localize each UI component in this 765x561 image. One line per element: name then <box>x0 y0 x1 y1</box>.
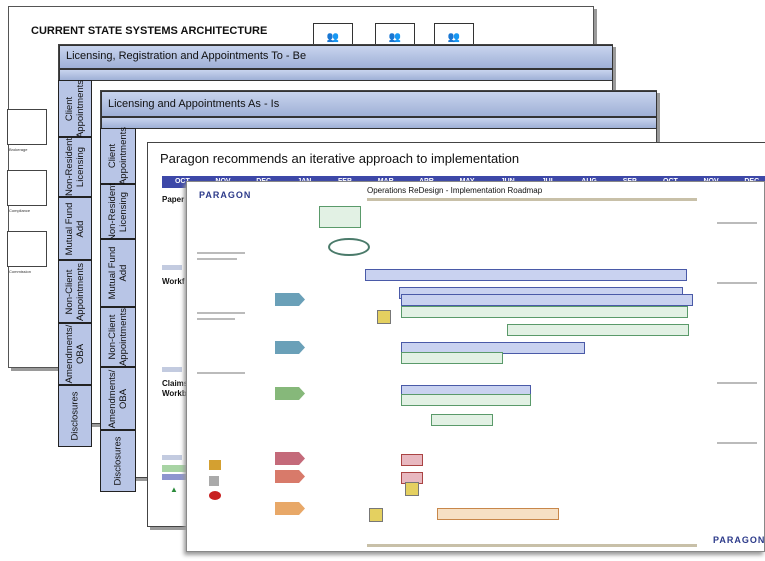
roadmap-bar <box>401 352 503 364</box>
roadmap-bar <box>401 394 531 406</box>
cycle-icon <box>328 238 370 256</box>
roadmap-slide: PARAGON Operations ReDesign - Implementa… <box>186 181 765 552</box>
phase-chevron <box>275 293 305 306</box>
tools-icon <box>369 508 383 522</box>
text-line <box>717 382 757 384</box>
roadmap-bar <box>401 306 688 318</box>
iterative-title: Paragon recommends an iterative approach… <box>160 151 520 166</box>
text-line <box>717 282 757 284</box>
timeline-ruler <box>367 544 697 547</box>
timeline-bar <box>162 465 202 472</box>
people-icon <box>7 170 47 206</box>
text-line <box>197 252 245 254</box>
to-be-tabs: Client Appointments Non-Resident Licensi… <box>58 79 92 447</box>
roadmap-bar <box>401 294 693 306</box>
phase-chevron <box>275 502 305 515</box>
tab-client-appointments[interactable]: Client Appointments <box>100 127 136 185</box>
header-band <box>59 69 613 81</box>
to-be-title: Licensing, Registration and Appointments… <box>59 45 613 69</box>
text-line <box>717 442 757 444</box>
tools-icon <box>377 310 391 324</box>
header-band <box>101 117 657 129</box>
paragon-logo: PARAGON <box>713 535 765 545</box>
people-icon <box>7 109 47 145</box>
roadmap-bar <box>437 508 559 520</box>
row-label: Claims Workb <box>162 379 189 398</box>
roadmap-title: Operations ReDesign - Implementation Roa… <box>367 186 543 195</box>
text-line <box>197 312 245 314</box>
tab-disclosures[interactable]: Disclosures <box>58 385 92 447</box>
legend-box <box>319 206 361 228</box>
milestone-icon: ▲ <box>170 485 178 494</box>
tab-mutual-fund-add[interactable]: Mutual Fund Add <box>58 197 92 260</box>
paragon-logo: PARAGON <box>199 190 252 200</box>
legend-icon <box>209 460 221 470</box>
roadmap-bar <box>507 324 689 336</box>
timeline-bar <box>162 367 182 372</box>
text-line <box>197 372 245 374</box>
tab-client-appointments[interactable]: Client Appointments <box>58 79 92 138</box>
phase-chevron <box>275 470 305 483</box>
row-label: Paper <box>162 195 185 204</box>
tools-icon <box>405 482 419 496</box>
tab-non-client-appointments[interactable]: Non-Client Appointments <box>100 307 136 367</box>
side-label: Compliance <box>9 208 31 213</box>
text-line <box>197 318 235 320</box>
text-line <box>197 258 237 260</box>
text-line <box>717 222 757 224</box>
tab-amendments-oba[interactable]: Amendments/ OBA <box>100 367 136 430</box>
legend-icon <box>209 476 219 486</box>
timeline-bar <box>162 474 202 480</box>
legend-icon <box>209 491 221 500</box>
phase-chevron <box>275 452 305 465</box>
people-icon <box>7 231 47 267</box>
as-is-tabs: Client Appointments Non-Resident Licensi… <box>100 127 136 492</box>
tab-non-resident-licensing[interactable]: Non-Resident Licensing <box>58 137 92 197</box>
row-label: Workf <box>162 277 185 286</box>
side-label: Brokerage <box>9 147 28 152</box>
tab-non-resident-licensing[interactable]: Non-Resident Licensing <box>100 182 136 241</box>
tab-disclosures[interactable]: Disclosures <box>100 430 136 492</box>
timeline-ruler <box>367 198 697 201</box>
roadmap-bar <box>401 454 423 466</box>
roadmap-bar <box>431 414 493 426</box>
tab-mutual-fund-add[interactable]: Mutual Fund Add <box>100 239 136 307</box>
tab-amendments-oba[interactable]: Amendments/ OBA <box>58 323 92 385</box>
tab-non-client-appointments[interactable]: Non-Client Appointments <box>58 260 92 323</box>
phase-chevron <box>275 387 305 400</box>
phase-chevron <box>275 341 305 354</box>
architecture-title: CURRENT STATE SYSTEMS ARCHITECTURE <box>31 25 268 37</box>
timeline-bar <box>162 265 182 270</box>
side-label: Commission <box>9 269 32 274</box>
as-is-title: Licensing and Appointments As - Is <box>101 91 657 117</box>
timeline-bar <box>162 455 182 460</box>
roadmap-bar <box>365 269 687 281</box>
